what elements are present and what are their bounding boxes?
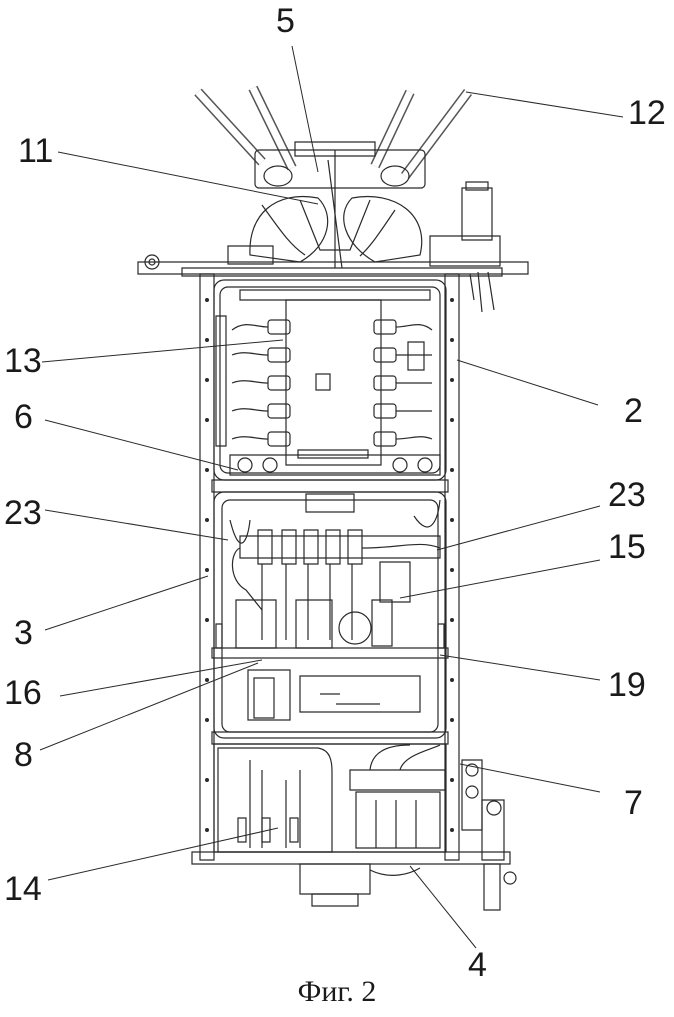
antenna-assembly <box>198 88 468 268</box>
lower-compartment <box>218 745 516 910</box>
label-14: 14 <box>4 872 42 906</box>
label-5: 5 <box>276 4 295 38</box>
label-8: 8 <box>14 738 33 772</box>
label-23-left: 23 <box>4 496 42 530</box>
label-3: 3 <box>14 616 33 650</box>
middle-compartment <box>216 494 444 720</box>
label-11: 11 <box>18 134 53 168</box>
label-16: 16 <box>4 676 42 710</box>
label-2: 2 <box>624 394 643 428</box>
figure-caption: Фиг. 2 <box>0 975 674 1009</box>
label-19: 19 <box>608 668 646 702</box>
label-7: 7 <box>624 786 643 820</box>
label-15: 15 <box>608 530 646 564</box>
label-13: 13 <box>4 344 42 378</box>
label-23-right: 23 <box>608 478 646 512</box>
label-12: 12 <box>628 96 666 130</box>
upper-compartment <box>216 290 440 475</box>
label-6: 6 <box>14 400 33 434</box>
